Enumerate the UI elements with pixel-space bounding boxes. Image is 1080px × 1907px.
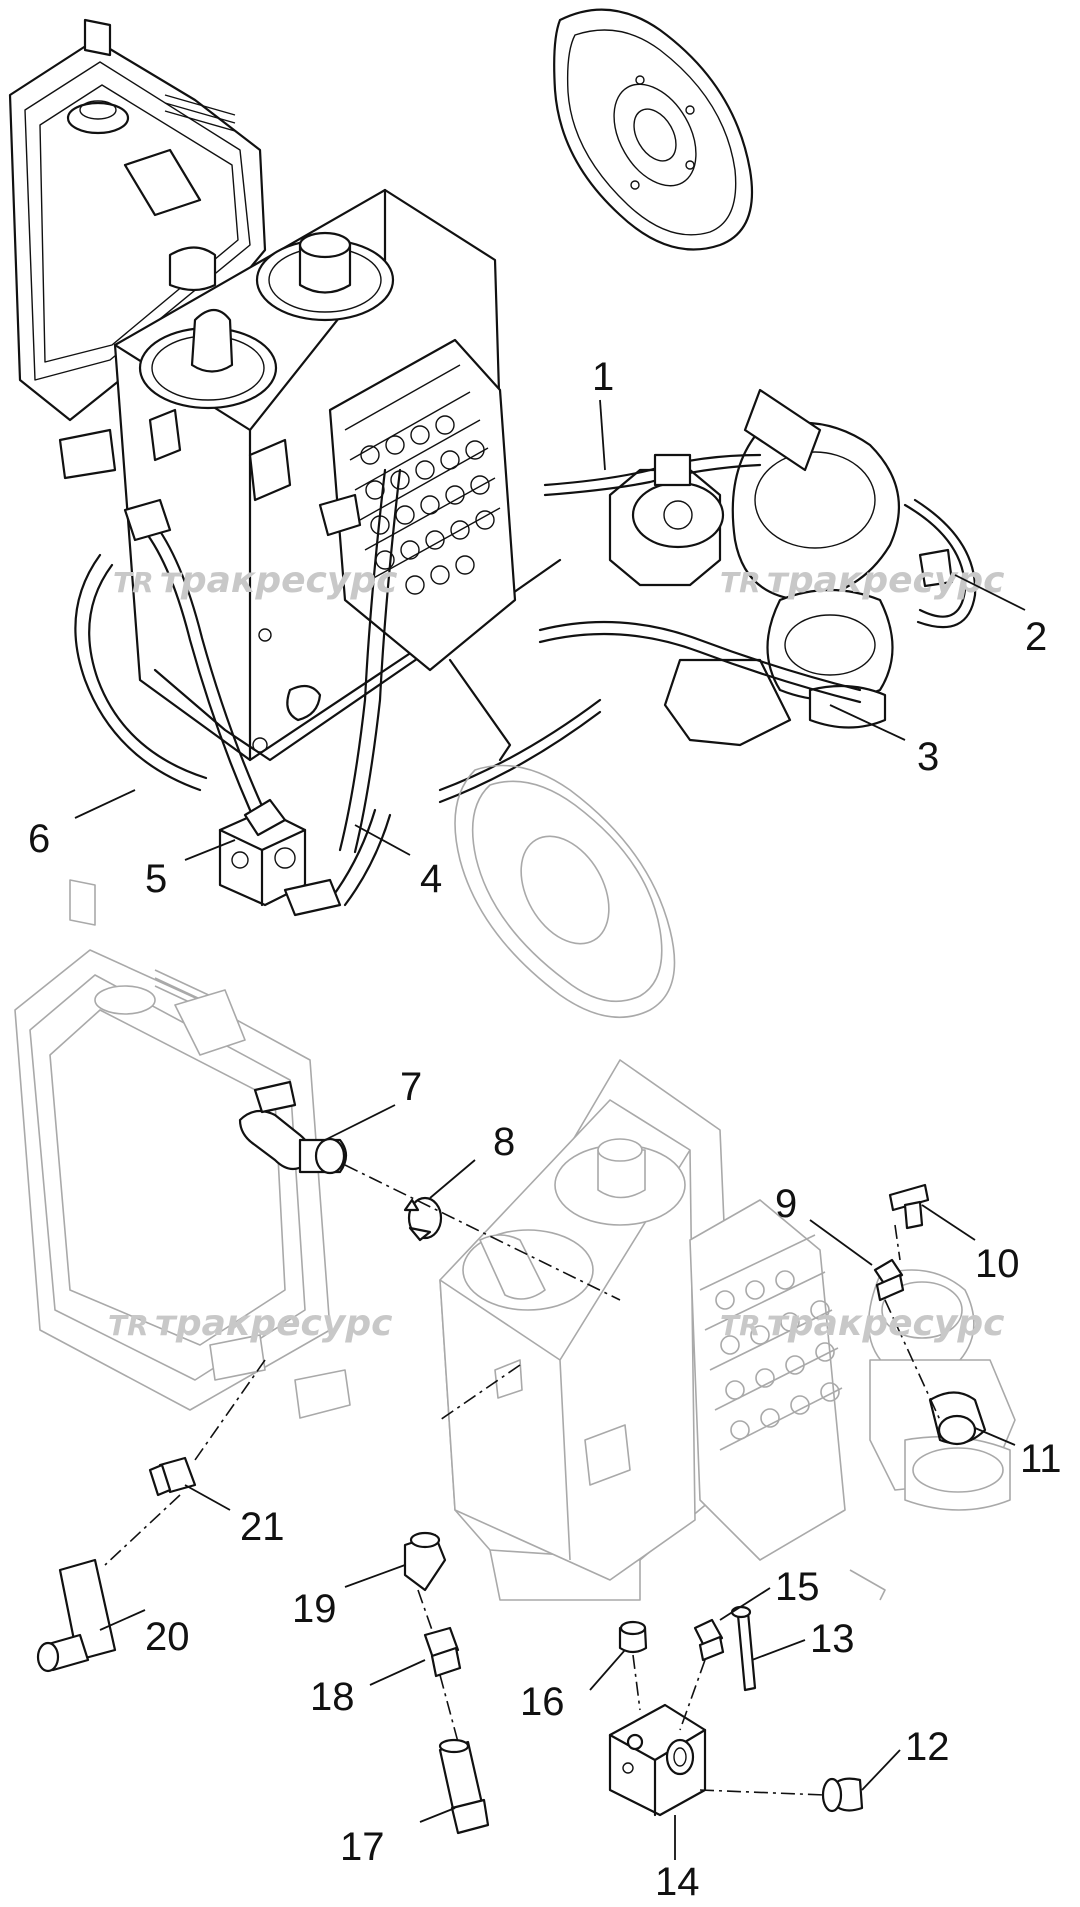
callout-10: 10 (975, 1242, 1020, 1286)
callout-1: 1 (592, 355, 614, 399)
callout-15: 15 (775, 1565, 820, 1609)
callout-14: 14 (655, 1860, 700, 1902)
svg-text:тракресурс: тракресурс (160, 560, 397, 601)
radiator-ghost (14, 879, 351, 1419)
callout-13: 13 (810, 1617, 855, 1661)
svg-text:TR: TR (108, 1309, 149, 1342)
part-14-manifold-block (608, 1703, 707, 1817)
watermark-1: TR тракресурс (113, 560, 397, 601)
part-18-adapter (423, 1626, 462, 1678)
control-valve-ghost (689, 1199, 886, 1601)
part-11-elbow-fitting (928, 1391, 987, 1446)
callout-6: 6 (28, 817, 50, 861)
callout-2: 2 (1025, 615, 1047, 659)
part-8-hose-clamp (403, 1196, 443, 1242)
flywheel-disc-ghost (454, 764, 676, 1019)
part-9-fitting (873, 1258, 905, 1302)
hydraulic-tank-ghost (439, 1059, 736, 1601)
callout-20: 20 (145, 1615, 190, 1659)
part-12-plug (821, 1777, 864, 1813)
part-20-hose-end (36, 1558, 117, 1673)
callout-12: 12 (905, 1725, 950, 1769)
upper-assembly-view (8, 8, 977, 917)
part-7-elbow-hose (238, 1080, 348, 1175)
part-10-tee-fitting (888, 1183, 930, 1230)
radiator-top (8, 18, 267, 480)
manifold-block-top (218, 798, 342, 917)
hoses-top (74, 453, 977, 907)
callout-16: 16 (520, 1680, 565, 1724)
callout-19: 19 (292, 1587, 337, 1631)
callout-17: 17 (340, 1825, 385, 1869)
callout-3: 3 (917, 735, 939, 779)
flywheel-disc-top (553, 8, 754, 251)
callout-8: 8 (493, 1120, 515, 1164)
part-16-adapter (618, 1620, 648, 1654)
callout-11: 11 (1020, 1437, 1062, 1481)
callout-9: 9 (775, 1182, 797, 1226)
svg-text:TR: TR (720, 1309, 761, 1342)
callout-18: 18 (310, 1675, 355, 1719)
callout-21: 21 (240, 1505, 285, 1549)
callout-labels: 1 2 3 4 5 6 7 8 9 10 11 12 13 14 15 16 1… (28, 355, 1062, 1904)
svg-text:тракресурс: тракресурс (155, 1303, 392, 1344)
callout-5: 5 (145, 857, 167, 901)
watermark-4: TR тракресурс (720, 1303, 1004, 1344)
part-19-elbow (403, 1531, 447, 1592)
lower-exploded-view (14, 764, 1016, 1835)
callout-leaders (74, 399, 1026, 1860)
svg-text:тракресурс: тракресурс (767, 1303, 1004, 1344)
part-21-adapter (148, 1456, 197, 1497)
part-15-adapter (693, 1618, 725, 1662)
callout-7: 7 (400, 1065, 422, 1109)
part-13-bolt (730, 1605, 757, 1692)
part-17-hose-fitting (438, 1738, 490, 1835)
watermark-3: TR тракресурс (108, 1303, 392, 1344)
svg-text:TR: TR (720, 566, 761, 599)
callout-4: 4 (420, 857, 442, 901)
control-valve-block-top (328, 338, 517, 762)
svg-text:TR: TR (113, 566, 154, 599)
svg-text:тракресурс: тракресурс (767, 560, 1004, 601)
assembly-axes (104, 1164, 941, 1796)
